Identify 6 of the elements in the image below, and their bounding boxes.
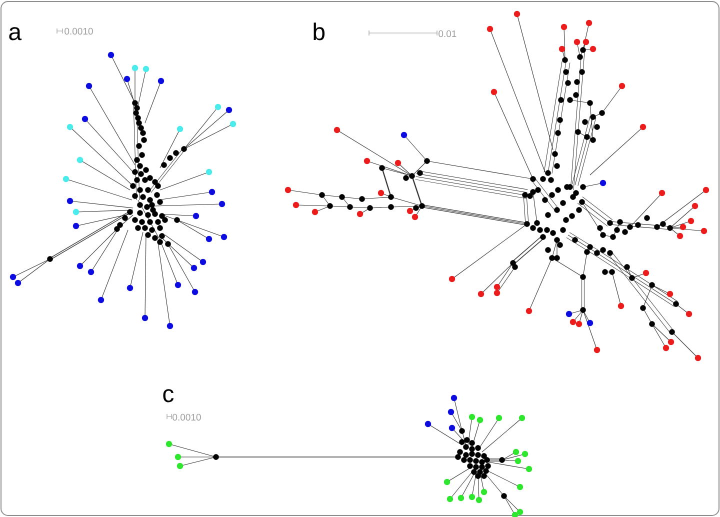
panel-letter: c bbox=[163, 389, 174, 402]
scale-label: 0.0010 bbox=[172, 414, 201, 421]
panel-letter: b bbox=[314, 22, 325, 40]
scale-label: 0.0010 bbox=[64, 28, 93, 35]
scale-label: 0.01 bbox=[438, 30, 456, 38]
panel-letter: a bbox=[9, 27, 22, 40]
